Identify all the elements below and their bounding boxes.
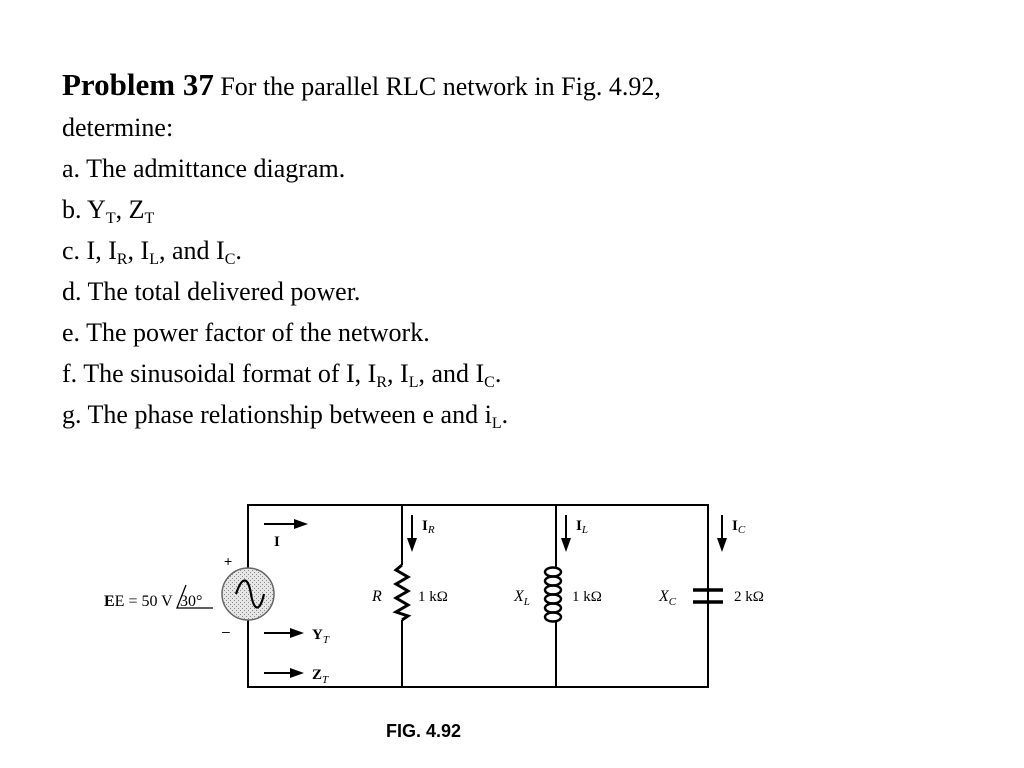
zt-main: Z bbox=[312, 667, 322, 683]
part-c-sub: R bbox=[116, 251, 128, 268]
inductor-symbol: XL bbox=[513, 588, 530, 608]
resistor-icon bbox=[392, 563, 412, 622]
source-plus-sign: + bbox=[224, 553, 232, 569]
xc-main: X bbox=[658, 588, 670, 605]
xl-main: X bbox=[513, 588, 525, 605]
ir-sub: R bbox=[427, 524, 435, 536]
outer-loop bbox=[247, 504, 709, 688]
angle-symbol-icon bbox=[176, 584, 213, 609]
part-f-text: , I bbox=[387, 359, 409, 388]
part-b-sub: T bbox=[105, 210, 116, 227]
resistor-symbol: R bbox=[371, 588, 382, 605]
yt-main: Y bbox=[312, 627, 323, 643]
circuit-figure: + – EE = 50 V 30° I YT ZT R 1 kΩ IR XL 1… bbox=[104, 504, 764, 741]
part-c-sub: L bbox=[149, 251, 159, 268]
part-c-text: , I bbox=[127, 236, 150, 265]
ir-main: I bbox=[422, 518, 428, 534]
problem-statement: Problem 37 For the parallel RLC network … bbox=[62, 64, 962, 435]
total-current-label: I bbox=[274, 534, 280, 550]
admittance-arrow bbox=[264, 628, 304, 638]
problem-intro-cont: determine: bbox=[62, 113, 174, 142]
part-c-text: , and I bbox=[158, 236, 225, 265]
ic-sub: C bbox=[738, 524, 746, 536]
part-c-sub: C bbox=[224, 251, 236, 268]
part-f-text: f. The sinusoidal format of I, I bbox=[62, 359, 377, 388]
part-f-sub: L bbox=[408, 374, 419, 391]
voltage-source bbox=[221, 567, 275, 621]
source-value: E = 50 V bbox=[115, 593, 174, 610]
source-label: EE = 50 V bbox=[104, 593, 173, 610]
part-a: a. The admittance diagram. bbox=[62, 154, 346, 183]
part-b-sub: T bbox=[144, 210, 155, 227]
source-angle: 30° bbox=[180, 593, 202, 610]
il-main: I bbox=[576, 518, 582, 534]
part-d: d. The total delivered power. bbox=[62, 277, 361, 306]
part-c: c. I, IR, IL, and IC. bbox=[62, 230, 962, 271]
inductor-value: 1 kΩ bbox=[572, 589, 602, 605]
part-f-sub: R bbox=[376, 374, 388, 391]
part-e: e. The power factor of the network. bbox=[62, 318, 430, 347]
resistor-current-label: IR bbox=[422, 518, 435, 536]
part-g-sub: L bbox=[491, 415, 502, 432]
part-g-text: . bbox=[501, 400, 509, 429]
problem-title-line: Problem 37 For the parallel RLC network … bbox=[62, 64, 962, 107]
part-f-text: , and I bbox=[418, 359, 485, 388]
capacitor-icon bbox=[693, 588, 723, 604]
part-b-text: b. Y bbox=[62, 195, 106, 224]
part-c-text: c. I, I bbox=[62, 236, 117, 265]
il-sub: L bbox=[581, 524, 588, 536]
current-arrow-total bbox=[264, 519, 308, 529]
total-impedance-label: ZT bbox=[312, 667, 329, 686]
impedance-arrow bbox=[264, 668, 304, 678]
current-arrow-capacitor bbox=[717, 515, 727, 552]
problem-heading: Problem 37 bbox=[62, 67, 214, 102]
xl-sub: L bbox=[523, 596, 530, 608]
resistor-value: 1 kΩ bbox=[418, 589, 448, 605]
part-f-text: . bbox=[494, 359, 502, 388]
total-admittance-label: YT bbox=[312, 627, 330, 646]
sine-wave-icon bbox=[234, 579, 266, 609]
part-c-text: . bbox=[235, 236, 242, 265]
ic-main: I bbox=[732, 518, 738, 534]
part-f-sub: C bbox=[484, 374, 495, 391]
circuit-wires bbox=[247, 504, 709, 688]
inductor-current-label: IL bbox=[576, 518, 588, 536]
part-b-text: , Z bbox=[115, 195, 145, 224]
yt-sub: T bbox=[323, 634, 330, 646]
capacitor-current-label: IC bbox=[732, 518, 746, 536]
part-f: f. The sinusoidal format of I, IR, IL, a… bbox=[62, 353, 962, 394]
capacitor-symbol: XC bbox=[658, 588, 677, 608]
problem-intro: For the parallel RLC network in Fig. 4.9… bbox=[220, 72, 661, 101]
inductor-icon bbox=[543, 566, 563, 623]
current-arrow-resistor bbox=[407, 515, 417, 552]
source-minus-sign: – bbox=[222, 623, 230, 639]
source-icon bbox=[221, 567, 275, 621]
zt-sub: T bbox=[322, 674, 329, 686]
capacitor-value: 2 kΩ bbox=[734, 589, 764, 605]
part-g-text: g. The phase relationship between e and … bbox=[62, 400, 492, 429]
current-arrow-inductor bbox=[561, 515, 571, 552]
part-g: g. The phase relationship between e and … bbox=[62, 394, 962, 435]
part-b: b. YT, ZT bbox=[62, 189, 962, 230]
xc-sub: C bbox=[669, 596, 677, 608]
figure-caption: FIG. 4.92 bbox=[386, 721, 461, 741]
